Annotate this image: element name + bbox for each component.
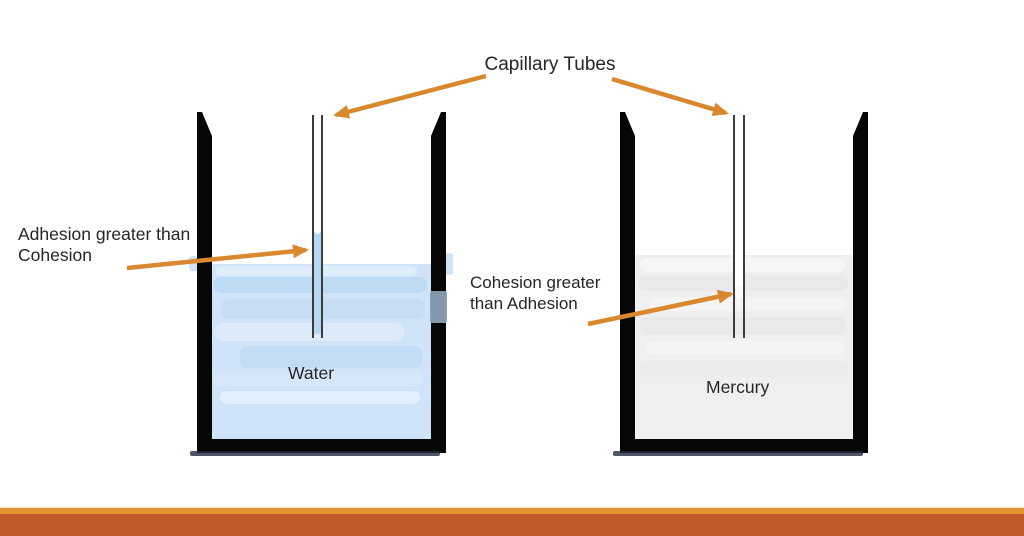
arrow-capillary-left-icon (333, 73, 487, 119)
mercury-capillary-tube-right-wall (743, 115, 745, 338)
water-streak (214, 323, 404, 341)
water-streak (220, 391, 420, 404)
water-beaker-bottom (197, 439, 446, 453)
footer-bar (0, 514, 1024, 536)
mercury-label: Mercury (706, 377, 770, 397)
capillary-tubes-label: Capillary Tubes (484, 54, 616, 75)
water-beaker-wall-left (197, 112, 212, 452)
water-beaker-shadow (190, 451, 440, 456)
water-streak (240, 346, 422, 368)
mercury-streak (639, 361, 849, 377)
mercury-capillary-meniscus (734, 286, 744, 298)
arrow-capillary-right-icon (611, 76, 729, 116)
water-overflow-right (445, 253, 453, 275)
cohesion-annotation: Cohesion greater than Adhesion (470, 273, 601, 313)
water-beaker-wall-right (431, 112, 446, 452)
mercury-capillary-gap (735, 255, 743, 291)
mercury-streak (650, 297, 846, 311)
mercury-beaker-shadow (613, 451, 863, 456)
water-smudge (430, 291, 447, 323)
mercury-beaker-bottom (620, 439, 868, 453)
water-label: Water (288, 363, 335, 383)
water-capillary-tube-right-wall (321, 115, 323, 338)
mercury-capillary-tube-left-wall (733, 115, 735, 338)
mercury-streak (645, 341, 845, 355)
footer-accent-stripe (0, 507, 1024, 515)
water-capillary-tube-left-wall (312, 115, 314, 338)
water-capillary-column (314, 232, 321, 334)
water-streak (213, 371, 423, 387)
mercury-beaker-wall-left (620, 112, 635, 452)
water-streak (221, 299, 425, 319)
adhesion-annotation: Adhesion greater than Cohesion (18, 224, 191, 265)
mercury-beaker-wall-right (853, 112, 868, 452)
